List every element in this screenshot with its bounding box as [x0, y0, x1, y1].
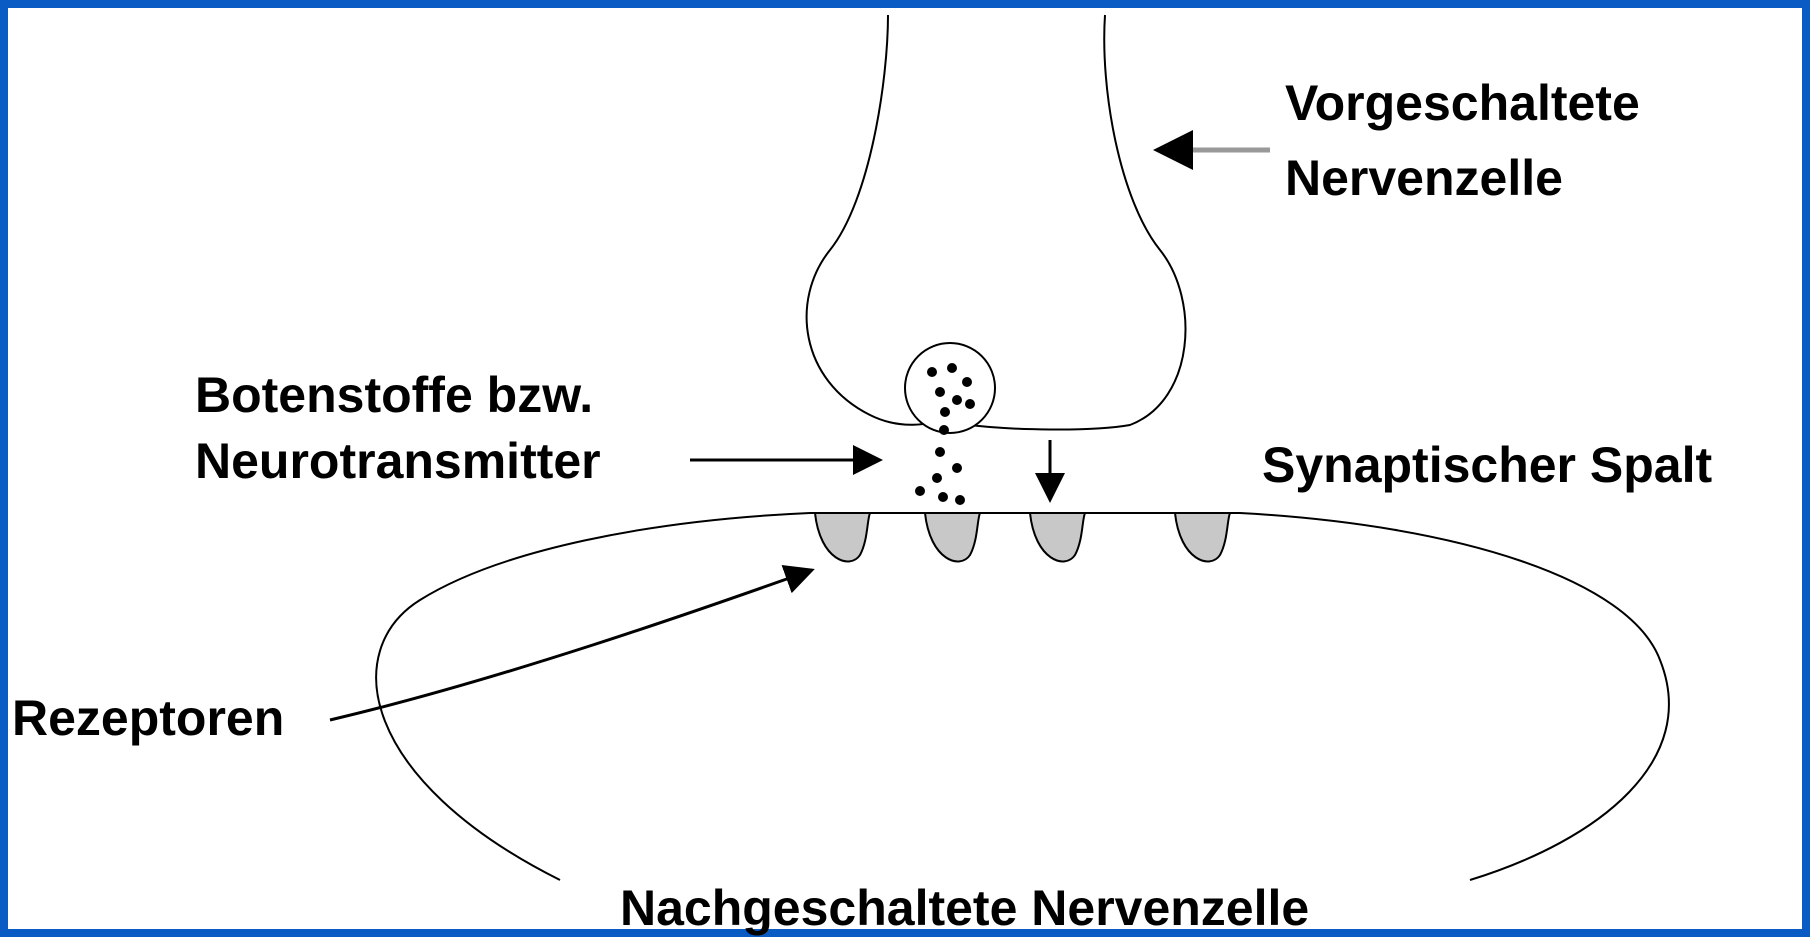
presynaptic-label-line2: Nervenzelle	[1285, 150, 1563, 206]
receptors-label: Rezeptoren	[12, 690, 284, 746]
presynaptic-label-line1: Vorgeschaltete	[1285, 75, 1640, 131]
messenger-label-line1: Botenstoffe bzw.	[195, 367, 593, 423]
synaptic-vesicle	[905, 343, 995, 433]
messenger-label-line2: Neurotransmitter	[195, 433, 601, 489]
synaptic-cleft-label: Synaptischer Spalt	[1262, 437, 1712, 493]
postsynaptic-label: Nachgeschaltete Nervenzelle	[620, 880, 1309, 936]
